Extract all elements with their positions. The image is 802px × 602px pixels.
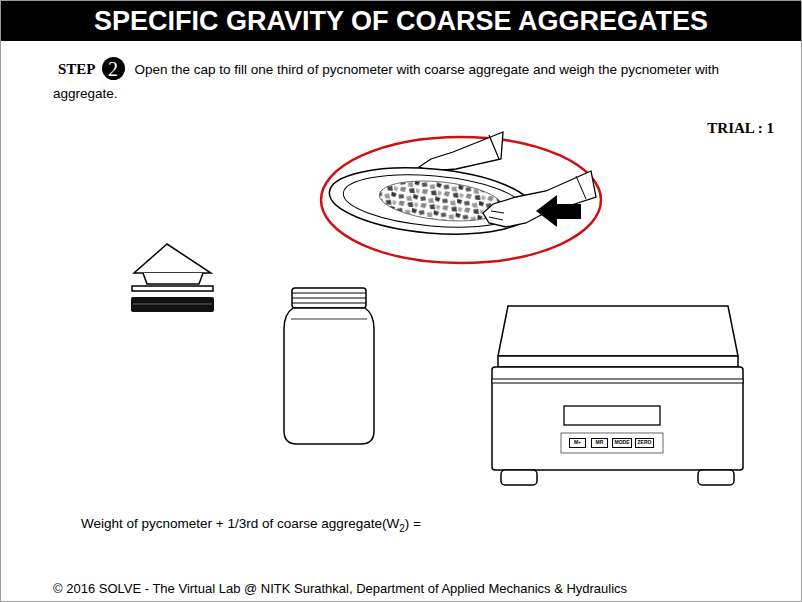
weight-text: Weight of pycnometer + 1/3rd of coarse a… [81, 516, 399, 531]
pycnometer-jar [284, 288, 374, 444]
instruction-text: Open the cap to fill one third of pycnom… [53, 62, 719, 101]
balance-button: MODE [612, 438, 632, 448]
step-label: STEP [58, 61, 96, 77]
balance-button: M+ [569, 438, 586, 448]
step-instruction: STEP 2Open the cap to fill one third of p… [53, 58, 725, 105]
button-label: ZERO [638, 439, 652, 445]
weighing-balance [492, 306, 743, 485]
hand [483, 171, 596, 227]
weight-line: Weight of pycnometer + 1/3rd of coarse a… [81, 516, 421, 534]
copyright-note: © 2016 SOLVE - The Virtual Lab @ NITK Su… [53, 581, 627, 596]
button-label: M+ [574, 439, 581, 445]
balance-button: ZERO [635, 438, 654, 448]
pointer-arrow [536, 195, 581, 227]
hand [419, 132, 503, 171]
pycnometer-cap [131, 244, 214, 312]
title-text: SPECIFIC GRAVITY OF COARSE AGGREGATES [94, 6, 708, 36]
coarse-aggregate [377, 176, 504, 227]
title-holder: SPECIFIC GRAVITY OF COARSE AGGREGATES [1, 1, 801, 41]
button-label: MR [596, 439, 604, 445]
button-label: MODE [615, 439, 630, 445]
step-number: 2 [108, 58, 118, 80]
weight-text: ) = [405, 516, 421, 531]
balance-button: MR [591, 438, 608, 448]
step-number-circle: 2 [102, 57, 125, 80]
subscript: 2 [399, 523, 405, 534]
trial-label: TRIAL : 1 [707, 120, 774, 137]
